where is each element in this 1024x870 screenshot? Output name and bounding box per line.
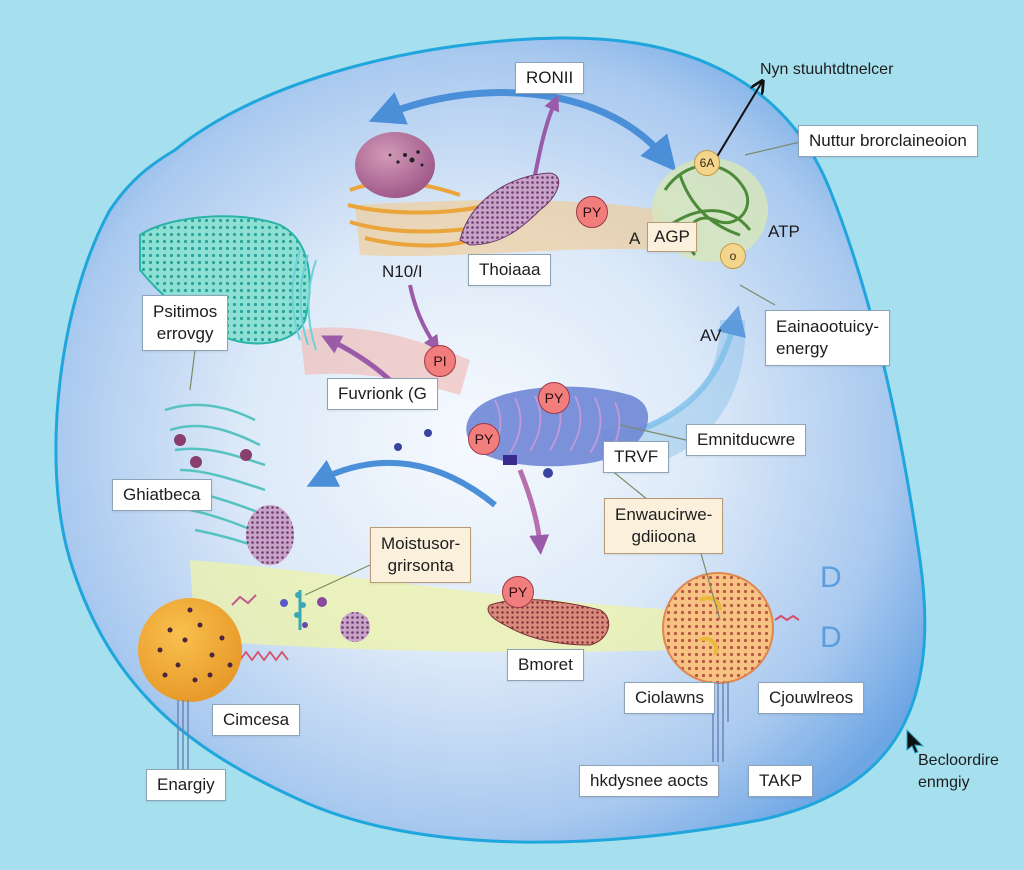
badge-top-right-small: 6A bbox=[694, 150, 720, 176]
label-glucose: Cimcesa bbox=[212, 704, 301, 736]
label-top-right-arrow: Nyn stuuhtdtnelcer bbox=[760, 61, 894, 78]
label-bottom-right-line2: enmgiy bbox=[918, 774, 970, 791]
phosphate-badge-center-3: PY bbox=[468, 423, 500, 455]
arrow-top-bidirectional bbox=[368, 89, 677, 172]
label-atp: ATP bbox=[768, 222, 800, 241]
label-energy: Enargiy bbox=[146, 769, 226, 801]
glyph-d-upper: D bbox=[820, 561, 842, 594]
pointer-arrow-top-right bbox=[714, 82, 762, 161]
leader-lines bbox=[189, 141, 801, 621]
glyph-d-lower: D bbox=[820, 621, 842, 654]
red-organelle bbox=[487, 599, 610, 646]
arrow-purple-nucleus bbox=[408, 284, 440, 352]
label-right-tan: Enwaucirwe- gdiioona bbox=[604, 498, 724, 554]
label-trvf: TRVF bbox=[603, 441, 670, 473]
label-right-tan-line2: gdiioona bbox=[631, 527, 696, 546]
label-bottom-right-line1: Becloordire bbox=[918, 752, 999, 769]
label-endoplasmic: Emnitducwre bbox=[686, 424, 807, 456]
label-bottom-right: Becloordire enmgiy bbox=[918, 750, 999, 794]
label-tarp: TAKP bbox=[748, 765, 814, 797]
label-av: AV bbox=[700, 326, 722, 345]
arrow-purple-down bbox=[517, 469, 550, 555]
phosphate-badge-golgi: PY bbox=[576, 196, 608, 228]
arrow-right-up bbox=[638, 305, 746, 433]
label-top-center: RONII bbox=[515, 62, 585, 94]
phosphate-badge-center-2: PY bbox=[538, 382, 570, 414]
golgi-organelle bbox=[459, 172, 560, 246]
orange-vesicle bbox=[138, 598, 242, 770]
badge-mid-right-small: o bbox=[720, 243, 746, 269]
label-top-right-box: Nuttur brorclaineoion bbox=[798, 125, 978, 157]
phosphate-badge-bottom: PY bbox=[502, 576, 534, 608]
pointer-arrow-icon bbox=[906, 728, 925, 754]
label-right-energy-line1: Eainaootuicy- bbox=[776, 317, 880, 336]
teal-stack bbox=[291, 249, 317, 351]
label-adp: AGP bbox=[647, 222, 697, 252]
label-right-energy-line2: energy bbox=[776, 339, 828, 358]
label-nucleus: N10/I bbox=[382, 262, 423, 281]
vesicle-purple bbox=[340, 612, 370, 642]
arrow-mid-left bbox=[306, 459, 497, 508]
label-bottom-center: Bmoret bbox=[507, 649, 584, 681]
label-left-mid: Ghiatbeca bbox=[112, 479, 212, 511]
label-hydrolysis: hkdysnee aocts bbox=[579, 765, 720, 797]
label-colwins: Ciolawns bbox=[624, 682, 715, 714]
label-adp-prefix: A bbox=[629, 229, 641, 248]
phosphate-badge-center-1: PI bbox=[424, 345, 456, 377]
label-center-tan: Moistusor- grirsonta bbox=[370, 527, 472, 583]
molecule-chain bbox=[231, 590, 327, 662]
cytoskeleton-structure bbox=[164, 403, 294, 565]
mitochondrion-central bbox=[394, 386, 649, 478]
orange-mesh-sphere bbox=[662, 572, 800, 762]
label-gjouwlreos: Cjouwlreos bbox=[758, 682, 865, 714]
label-center-tan-line2: grirsonta bbox=[387, 556, 454, 575]
label-left-top-line2: errovgy bbox=[156, 324, 214, 343]
label-fumarate: Fuvrionk (G bbox=[327, 378, 438, 410]
label-golgi: Thoiaaa bbox=[468, 254, 552, 286]
label-left-top: Psitimos errovgy bbox=[142, 295, 229, 351]
label-right-tan-line1: Enwaucirwe- bbox=[615, 505, 713, 524]
nucleus-organelle bbox=[347, 132, 501, 248]
label-right-energy: Eainaootuicy- energy bbox=[765, 310, 891, 366]
label-center-tan-line1: Moistusor- bbox=[381, 534, 461, 553]
label-left-top-line1: Psitimos bbox=[153, 302, 218, 321]
arrow-purple-up bbox=[533, 94, 560, 176]
